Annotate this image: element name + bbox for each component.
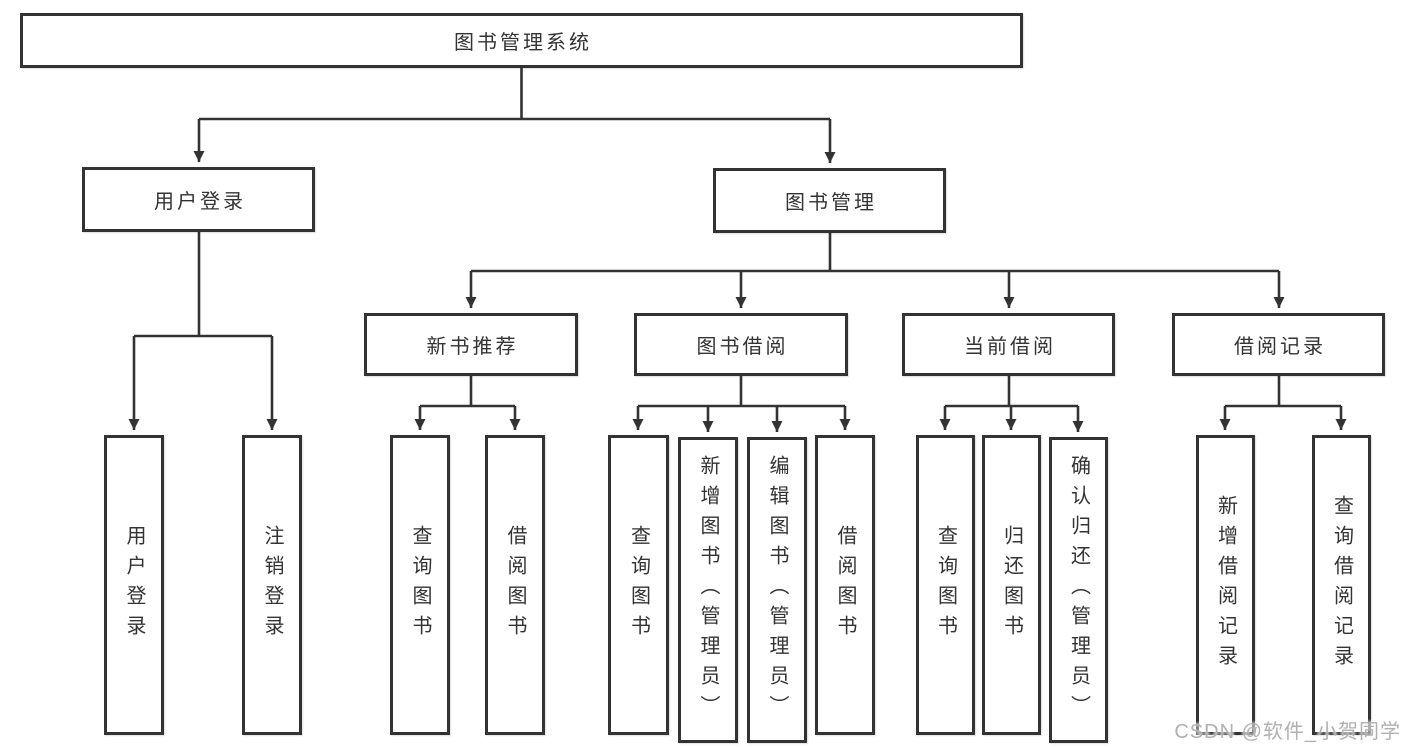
leaf-user-login: 用户登录: [104, 435, 164, 735]
leaf-add-books-admin: 新增图书（管理员）: [678, 437, 738, 743]
csdn-watermark: CSDN @软件_小贺同学: [1174, 721, 1401, 743]
node-new-book-recommend: 新书推荐: [364, 313, 578, 376]
node-book-borrowing: 图书借阅: [634, 313, 848, 376]
node-book-management: 图书管理: [713, 168, 946, 233]
leaf-borrow-books-borrowing: 借阅图书: [815, 435, 875, 735]
leaf-confirm-return-admin: 确认归还（管理员）: [1049, 437, 1108, 743]
leaf-add-borrow-record: 新增借阅记录: [1196, 435, 1255, 735]
leaf-query-books-recommend: 查询图书: [390, 435, 450, 735]
leaf-query-books-current: 查询图书: [916, 435, 975, 735]
leaf-query-borrow-record: 查询借阅记录: [1312, 435, 1371, 735]
node-borrow-records: 借阅记录: [1172, 313, 1385, 376]
leaf-return-books: 归还图书: [982, 435, 1041, 735]
leaf-borrow-books-recommend: 借阅图书: [485, 435, 545, 735]
leaf-logout-login: 注销登录: [242, 435, 302, 735]
node-user-login: 用户登录: [82, 167, 315, 232]
node-library-management-system: 图书管理系统: [20, 13, 1023, 68]
node-current-borrowing: 当前借阅: [902, 313, 1115, 376]
leaf-edit-books-admin: 编辑图书（管理员）: [747, 437, 807, 743]
leaf-query-books-borrowing: 查询图书: [608, 435, 669, 735]
